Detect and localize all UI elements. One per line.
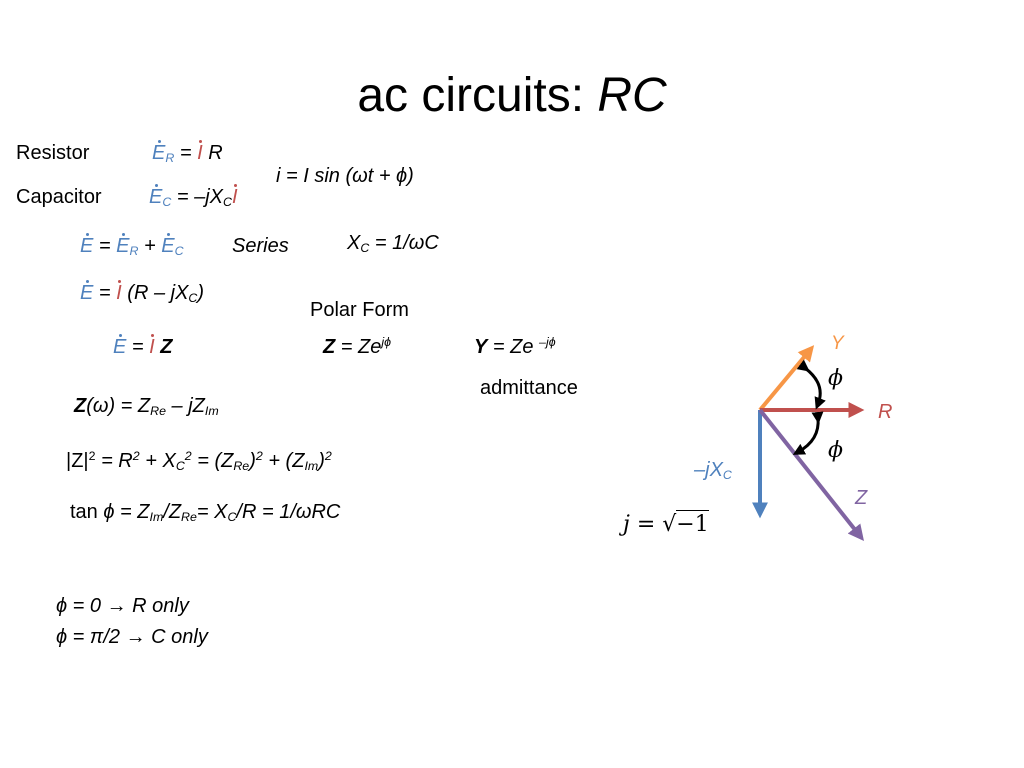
phi-bottom-arc xyxy=(792,411,824,455)
phi-top-label: ϕ xyxy=(828,366,843,391)
capacitor-label: Capacitor xyxy=(16,186,102,208)
y-polar-equation: Y = Ze –jϕ xyxy=(474,335,556,358)
imaginary-unit-equation: j = √−1 xyxy=(623,510,709,537)
resistor-equation: ER = I R xyxy=(152,140,223,166)
r-phasor-label: R xyxy=(878,401,893,423)
phi-top-arc xyxy=(796,359,826,410)
neg-jxc-label: –jXC xyxy=(694,459,732,483)
y-phasor-label: Y xyxy=(831,333,844,354)
magnitude-equation: |Z|2 = R2 + XC2 = (ZRe)2 + (ZIm)2 xyxy=(66,449,332,474)
z-polar-equation: Z = Zejϕ xyxy=(323,335,392,358)
z-omega-equation: Z(ω) = ZRe – jZIm xyxy=(74,395,219,419)
admittance-label: admittance xyxy=(480,377,578,399)
series-sum-equation: E = ER + EC xyxy=(80,233,184,259)
phi-half-pi-line: ϕ = π/2 → C only xyxy=(56,626,208,648)
ohms-law-equation: E = I Z xyxy=(113,334,173,358)
resistor-label: Resistor xyxy=(16,142,90,164)
current-equation: i = I sin (ωt + ϕ) xyxy=(276,165,414,187)
phi-bottom-label: ϕ xyxy=(828,438,843,463)
capacitor-equation: EC = –jXCI xyxy=(149,184,238,210)
tangent-equation: tan ϕ = ZIm/ZRe= XC/R = 1/ωRC xyxy=(70,501,341,525)
z-phasor-arrow xyxy=(758,408,864,542)
series-label: Series xyxy=(232,235,289,257)
xc-equation: XC = 1/ωC xyxy=(347,232,439,256)
series-impedance-equation: E = I (R – jXC) xyxy=(80,280,205,306)
phi-zero-line: ϕ = 0 → R only xyxy=(56,595,189,617)
z-phasor-label: Z xyxy=(855,487,868,509)
page-title: ac circuits: RC xyxy=(357,69,667,122)
polar-form-label: Polar Form xyxy=(310,299,409,321)
y-phasor-arrow xyxy=(758,345,815,412)
